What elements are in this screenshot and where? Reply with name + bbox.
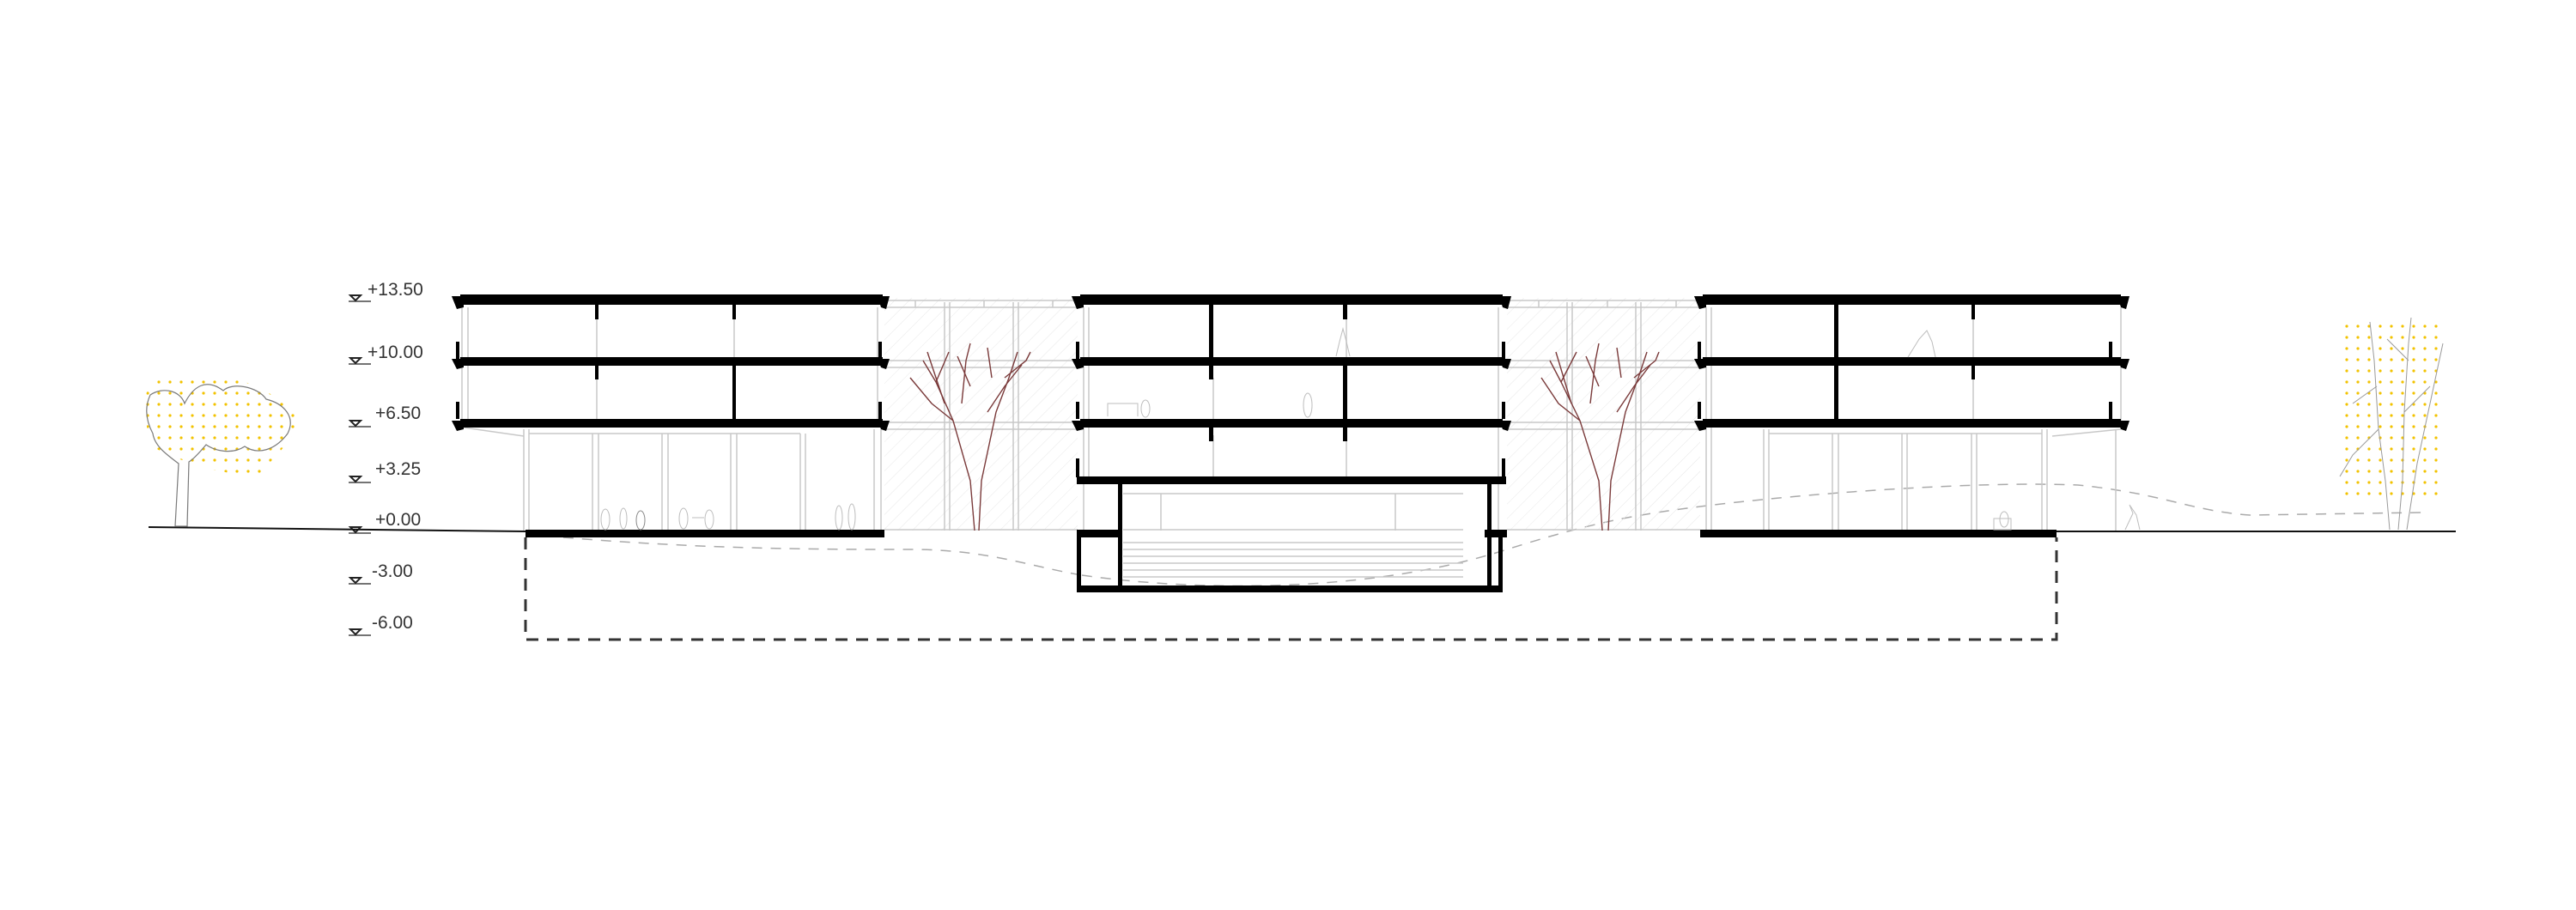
- level-marker: +13.50: [348, 280, 423, 302]
- right-courtyard: [1507, 298, 1700, 531]
- level-marker: -6.00: [348, 613, 413, 636]
- courtyard-tree-right: [1540, 343, 1660, 531]
- level-label: +13.50: [368, 280, 423, 300]
- ground-line: [148, 526, 2456, 532]
- landscape-tree-left: [145, 373, 297, 527]
- level-marker: +3.25: [348, 459, 421, 483]
- level-triangle-icon: [348, 628, 363, 636]
- landscape-tree-right: [2339, 317, 2445, 531]
- level-triangle-icon: [348, 294, 363, 302]
- basement-outline-dashed: [524, 483, 2422, 641]
- people-sketches: [600, 503, 856, 531]
- level-label: +6.50: [375, 403, 421, 423]
- level-marker: +6.50: [348, 403, 421, 428]
- level-marker: +10.00: [348, 343, 423, 365]
- people-sketches: [1107, 327, 1351, 418]
- level-triangle-icon: [348, 420, 363, 428]
- courtyard-tree-left: [909, 343, 1031, 531]
- level-label: -6.00: [372, 613, 413, 633]
- level-triangle-icon: [348, 476, 363, 483]
- level-label: -3.00: [372, 561, 413, 581]
- people-sketches: [1907, 330, 2141, 531]
- level-label: +10.00: [368, 343, 423, 362]
- right-building: [1694, 294, 2141, 537]
- level-label: +3.25: [375, 459, 421, 479]
- level-markers: +13.50 +10.00 +6.50 +3.25 +0.00 -3.00: [348, 280, 423, 636]
- level-triangle-icon: [348, 357, 363, 365]
- level-marker: -3.00: [348, 561, 413, 585]
- middle-building: [1072, 294, 1511, 592]
- level-label: +0.00: [375, 510, 421, 530]
- left-building: [452, 294, 890, 537]
- level-triangle-icon: [348, 577, 363, 585]
